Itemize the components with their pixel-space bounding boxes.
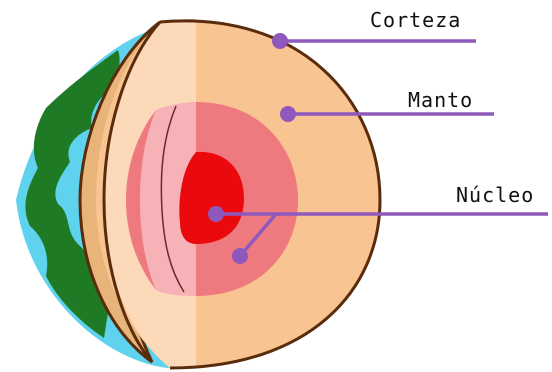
- core-label: Núcleo: [456, 183, 534, 207]
- labels: Corteza Manto Núcleo: [370, 8, 534, 207]
- crust-leader-dot: [272, 33, 288, 49]
- outer-core-leader-dot: [232, 248, 248, 264]
- mantle-leader-dot: [280, 106, 296, 122]
- earth-cutaway: [80, 19, 380, 369]
- crust-label: Corteza: [370, 8, 461, 32]
- inner-core-leader-dot: [208, 206, 224, 222]
- mantle-label: Manto: [408, 88, 473, 112]
